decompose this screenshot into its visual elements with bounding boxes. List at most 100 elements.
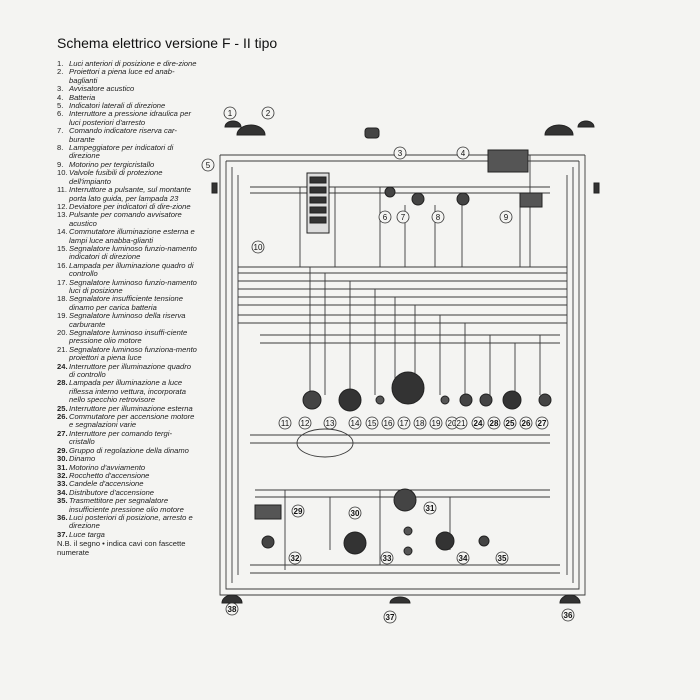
callout-label: 35	[498, 554, 507, 563]
callout-label: 26	[522, 419, 531, 428]
callout-label: 34	[459, 554, 468, 563]
legend-item: 8.Lampeggiatore per indicatori di direzi…	[57, 143, 197, 161]
callout-3: 3	[393, 146, 407, 160]
legend-item: 6. Interruttore a pressione idraulica per…	[57, 110, 197, 127]
callout-circle	[503, 416, 517, 430]
pressure-switch	[384, 186, 396, 198]
legend-item-text: Interruttore per comando tergi-cristallo	[69, 428, 172, 447]
legend-item-text: Segnalatore insufficiente tensione dinam…	[69, 294, 183, 312]
callout-34: 34	[456, 551, 470, 565]
legend-item: 30.Dinamo	[57, 454, 197, 464]
legend-item-text: Segnalatore luminoso insuffi-ciente pres…	[69, 328, 188, 346]
legend-item-text: Interruttore a pressione idraulica per l…	[69, 109, 191, 127]
callout-35: 35	[495, 551, 509, 565]
callout-circle	[288, 551, 302, 565]
callout-label: 31	[426, 504, 435, 513]
lamp-21	[459, 393, 473, 407]
fuse-5	[309, 216, 327, 224]
legend-item-number: 29.	[57, 445, 68, 455]
legend-item-text: Motorino per tergicristallo	[69, 159, 155, 169]
ignition-switch	[502, 390, 522, 410]
legend-item-number: 5.	[57, 101, 64, 111]
legend-item-number: 26.	[57, 412, 68, 422]
callout-29: 29	[291, 504, 305, 518]
legend-item: 12.Deviatore per indicatori di dire-zion…	[57, 201, 197, 211]
headlight-left	[236, 124, 266, 136]
callout-13: 13	[323, 416, 337, 430]
legend-item: 31.Motorino d'avviamento	[57, 462, 197, 472]
legend-item: 16.Lampada per illuminazione quadro di c…	[57, 260, 197, 279]
switch-24	[479, 393, 493, 407]
legend-note: N.B. il segno • indica cavi con fascette…	[57, 539, 186, 557]
callout-14: 14	[348, 416, 362, 430]
legend-item-text: Pulsante per comando avvisatore acustico	[69, 210, 182, 228]
legend-item-number: 2.	[57, 67, 64, 77]
callout-circle	[487, 416, 501, 430]
legend-item-number: 11.	[57, 185, 67, 195]
callout-label: 30	[351, 509, 360, 518]
callout-27: 27	[535, 416, 549, 430]
legend-item-number: 31.	[57, 462, 68, 472]
legend-item-number: 1.	[57, 59, 64, 68]
callout-4: 4	[456, 146, 470, 160]
legend-item-number: 12.	[57, 201, 68, 211]
callout-label: 9	[504, 213, 509, 222]
fuse-1	[309, 176, 327, 184]
legend-item-text: Gruppo di regolazione della dinamo	[69, 445, 189, 455]
callout-circle	[381, 416, 395, 430]
legend-item: 20.Segnalatore luminoso insuffi-ciente p…	[57, 328, 197, 346]
legend-item-number: 10.	[57, 168, 68, 178]
legend-item: 3. Avvisatore acustico	[57, 84, 197, 94]
callout-circle	[499, 210, 513, 224]
callout-label: 33	[383, 554, 392, 563]
components	[211, 120, 600, 604]
legend-item-number: 16.	[57, 260, 68, 270]
callout-circle	[471, 416, 485, 430]
callout-26: 26	[519, 416, 533, 430]
callout-label: 25	[506, 419, 515, 428]
legend-item-text: Dinamo	[69, 454, 96, 464]
callout-label: 14	[351, 419, 360, 428]
legend-item-number: 4.	[57, 92, 64, 102]
legend-item: 28.Lampada per illuminazione a luce rifl…	[57, 379, 197, 404]
wiper-switch	[538, 393, 552, 407]
legend-item: 33.Candele d'accensione	[57, 479, 197, 488]
legend-item: 36.Luci posteriori di posizione, arresto…	[57, 513, 197, 531]
callout-label: 15	[368, 419, 377, 428]
legend-item-text: Segnalatore luminoso funzio-namento indi…	[69, 243, 197, 262]
legend-item: 13.Pulsante per comando avvisatore acust…	[57, 211, 197, 228]
legend-item-text: Luci anteriori di posizione e dire-zione	[69, 59, 197, 68]
callout-30: 30	[348, 506, 362, 520]
legend-item: 35.Trasmettitore per segnalatore insuffi…	[57, 496, 197, 514]
legend-item-text: Luce targa	[69, 529, 105, 539]
oil-pressure-sender	[478, 535, 490, 547]
legend-item-number: 35.	[57, 496, 68, 506]
callout-circle	[348, 416, 362, 430]
legend-item-text: Distributore d'accensione	[69, 487, 155, 497]
legend-item: 17.Segnalatore luminoso funzio-namento l…	[57, 278, 197, 296]
legend-item-number: 8.	[57, 143, 64, 153]
legend-item-number: 6.	[57, 109, 64, 119]
callout-circle	[251, 240, 265, 254]
callout-33: 33	[380, 551, 394, 565]
callout-32: 32	[288, 551, 302, 565]
fuel-sender	[411, 192, 425, 206]
callout-28: 28	[487, 416, 501, 430]
callout-16: 16	[381, 416, 395, 430]
legend-item-text: Avvisatore acustico	[69, 84, 135, 94]
callout-7: 7	[396, 210, 410, 224]
legend-item: 27.Interruttore per comando tergi-crista…	[57, 428, 197, 447]
legend-item: 14.Commutatore illuminazione esterna e l…	[57, 227, 197, 245]
legend-item: 19.Segnalatore luminoso della riserva ca…	[57, 312, 197, 329]
callout-circle	[431, 210, 445, 224]
legend-item-number: 3.	[57, 84, 64, 94]
legend-item: 15.Segnalatore luminoso funzio-namento i…	[57, 243, 197, 262]
horn-button	[338, 388, 362, 412]
legend-item-number: 24.	[57, 361, 68, 371]
callout-label: 4	[461, 149, 466, 158]
legend-item: 5.Indicatori laterali di direzione	[57, 101, 197, 111]
plate-light	[389, 596, 411, 604]
fuse-3	[309, 196, 327, 204]
callout-12: 12	[298, 416, 312, 430]
fuse-4	[309, 206, 327, 214]
